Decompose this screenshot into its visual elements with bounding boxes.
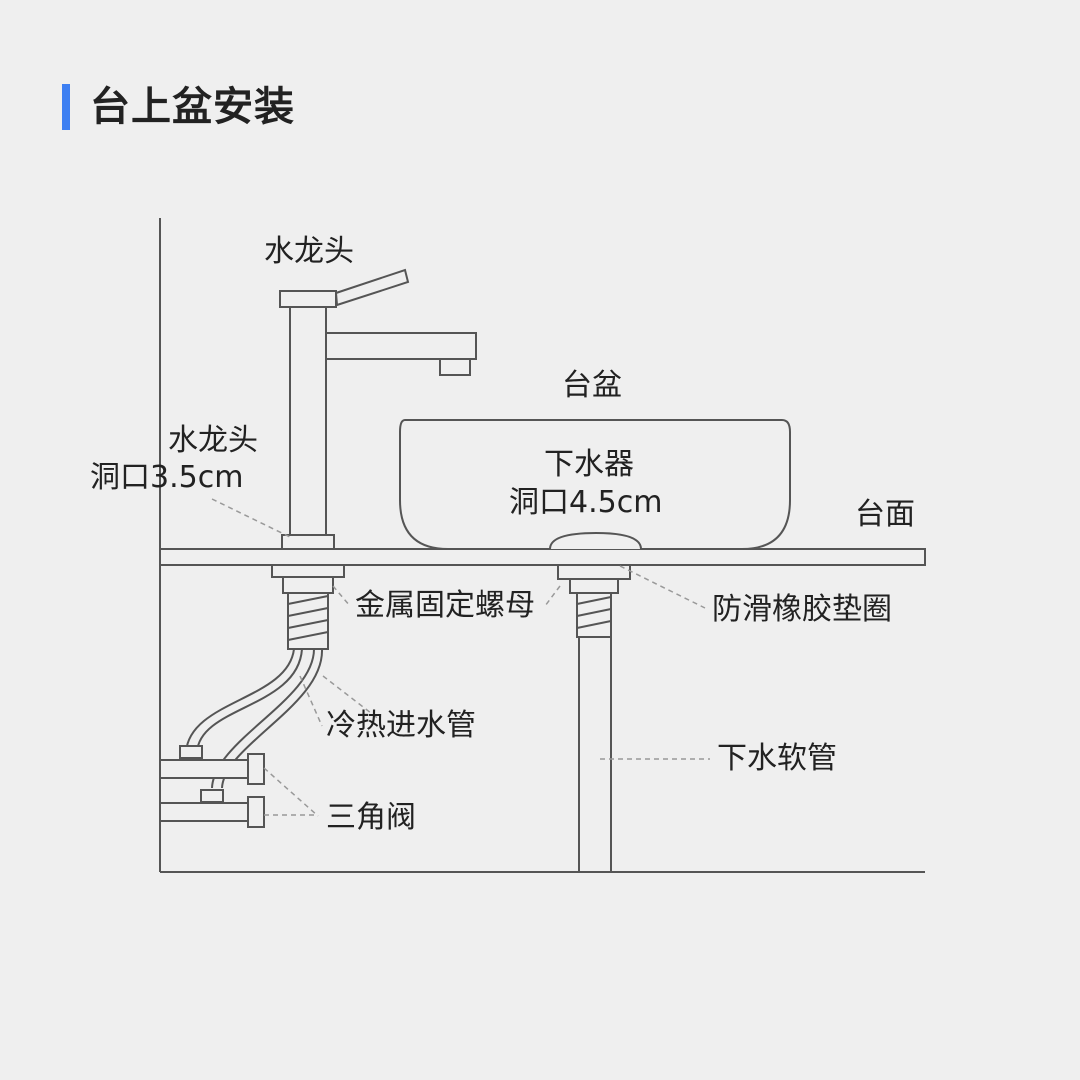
hose-connector-upper: [179, 745, 203, 759]
drain-hose: [578, 636, 612, 873]
faucet-cap: [279, 290, 337, 308]
faucet-handle: [334, 268, 410, 307]
basin-shape: [399, 419, 791, 550]
leader-lines: [211, 498, 710, 817]
angle-valve-upper-cap: [247, 753, 265, 785]
faucet-spout: [325, 332, 477, 360]
angle-valve-lower-pipe: [159, 802, 249, 822]
label-basin: 台盆: [562, 368, 622, 403]
label-faucet: 水龙头: [264, 234, 354, 269]
label-faucet-hole-title: 水龙头: [168, 423, 258, 458]
title-accent-bar: [62, 84, 70, 130]
label-supply-hose: 冷热进水管: [326, 708, 476, 743]
countertop-slab: [159, 548, 926, 566]
drain-dome: [549, 531, 642, 550]
angle-valve-upper-pipe: [159, 759, 249, 779]
drain-nut-top: [557, 564, 631, 580]
drain-nut-body: [569, 578, 619, 594]
label-faucet-hole-size: 洞口3.5cm: [90, 460, 244, 495]
label-metal-nut: 金属固定螺母: [355, 588, 535, 623]
label-drain-hole-size: 洞口4.5cm: [509, 485, 663, 520]
faucet-base: [281, 534, 335, 550]
faucet-body: [289, 306, 327, 536]
hose-connector-lower: [200, 789, 224, 803]
drain-thread-lines: [576, 596, 612, 629]
faucet-thread-lines: [287, 595, 329, 641]
faucet-outlet: [439, 358, 471, 376]
label-drain-title: 下水器: [544, 447, 634, 482]
label-countertop: 台面: [855, 497, 915, 532]
label-rubber-gasket: 防滑橡胶垫圈: [712, 592, 892, 627]
faucet-nut-top: [271, 564, 345, 578]
faucet-nut-body: [282, 576, 334, 594]
label-angle-valve: 三角阀: [326, 800, 416, 835]
page-title: 台上盆安装: [90, 84, 295, 130]
label-drain-hose: 下水软管: [717, 741, 837, 776]
angle-valve-lower-cap: [247, 796, 265, 828]
